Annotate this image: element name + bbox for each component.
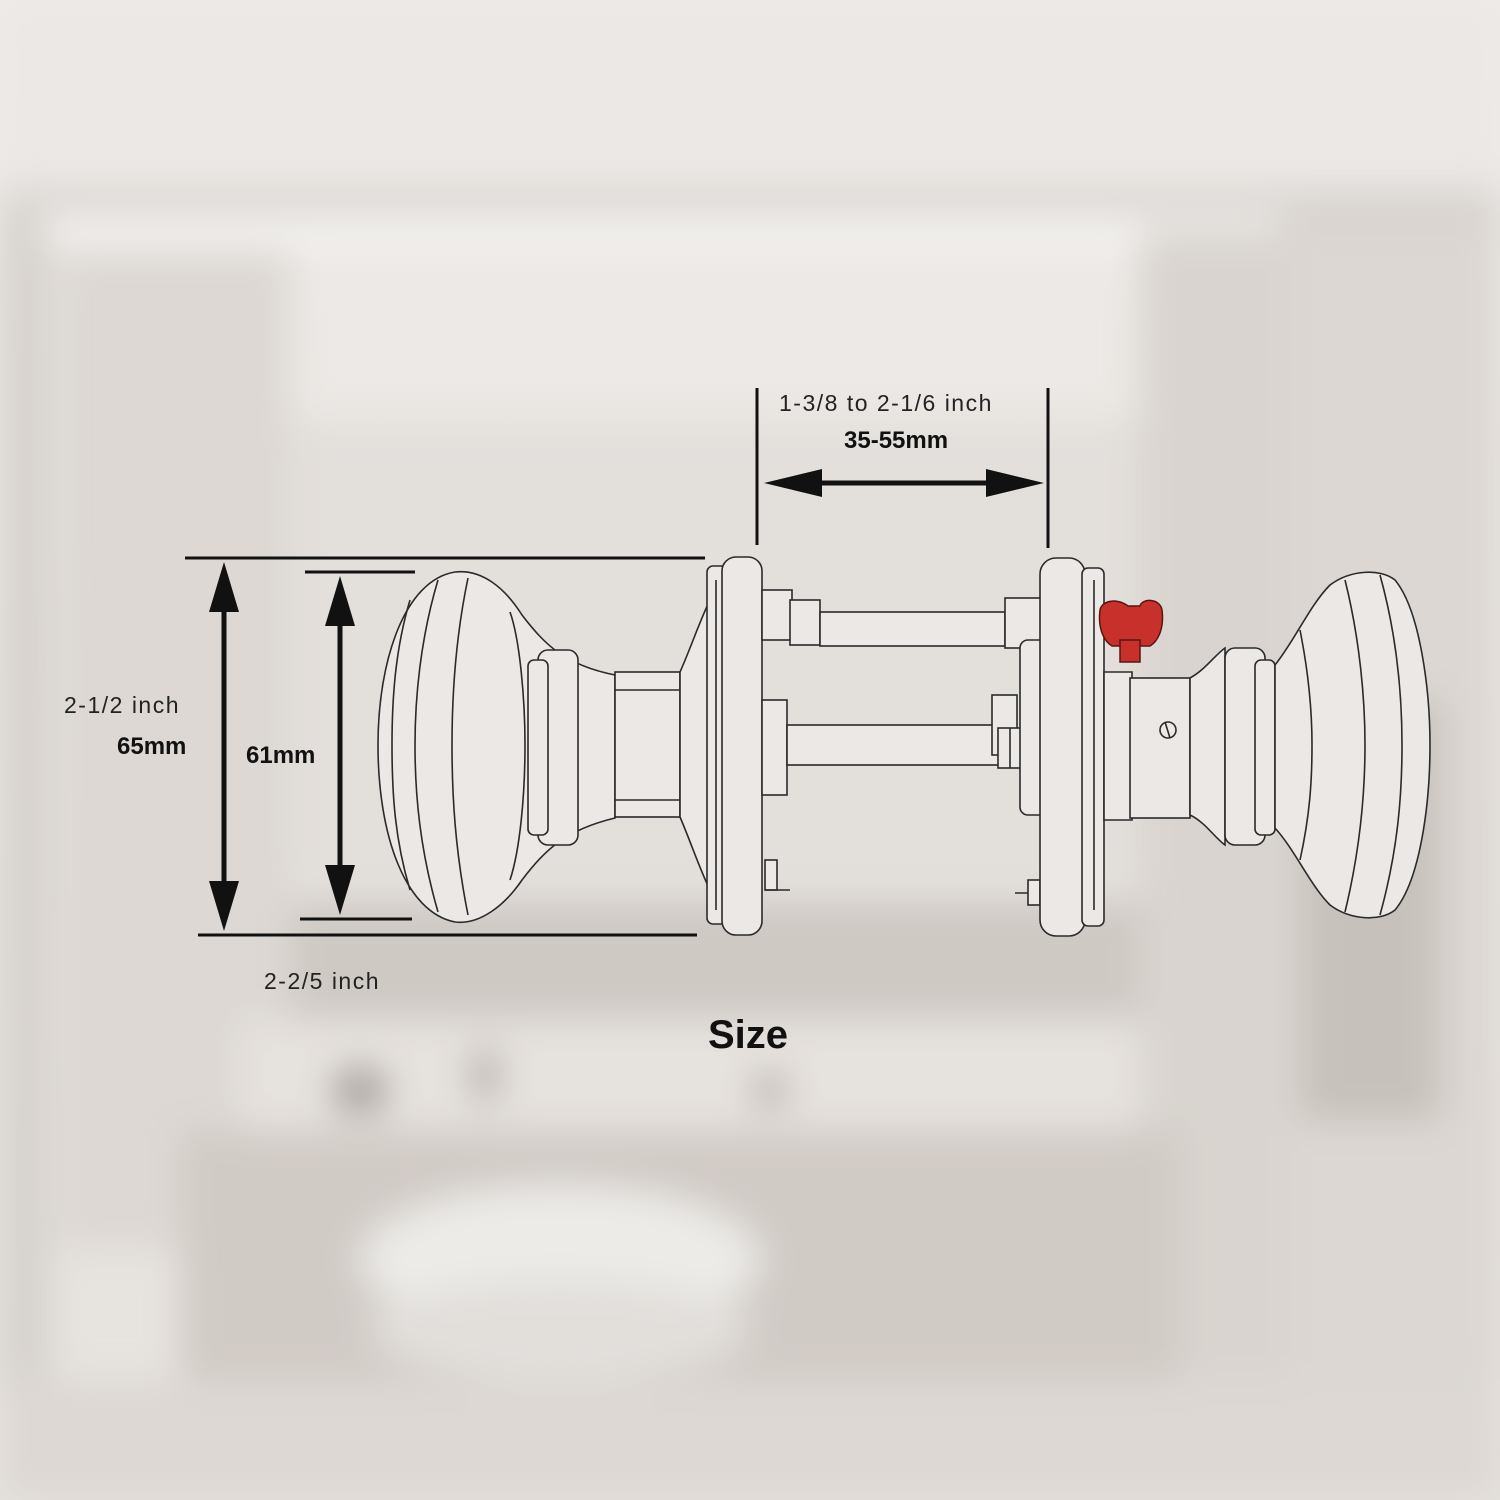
knob-diameter-mm-label: 61mm [246, 742, 316, 769]
lock-chassis [761, 589, 1051, 906]
right-door-knob-icon [1103, 571, 1431, 919]
dimension-arrow-icon [209, 881, 239, 931]
door-thickness-mm-label: 35-55mm [844, 427, 949, 454]
rose-diameter-inch-label: 2-1/2 inch [64, 692, 181, 718]
dimension-arrow-icon [325, 865, 355, 915]
right-rose-plate [1039, 557, 1105, 937]
left-rose-plate [706, 556, 763, 936]
dimension-arrow-icon [325, 576, 355, 626]
dimension-arrow-icon [209, 562, 239, 612]
door-thickness-inch-label: 1-3/8 to 2-1/6 inch [779, 390, 993, 416]
rose-diameter-mm-label: 65mm [117, 733, 187, 760]
knob-height-dimension [300, 570, 415, 921]
door-thickness-dimension [755, 388, 1050, 548]
privacy-button-icon [1098, 599, 1164, 663]
knob-diameter-inch-label: 2-2/5 inch [264, 968, 381, 994]
page-title: Size [708, 1013, 789, 1057]
left-door-knob-icon [377, 570, 711, 924]
dimension-arrow-icon [986, 469, 1044, 497]
dimension-arrow-icon [764, 469, 822, 497]
rose-height-dimension [185, 556, 705, 937]
